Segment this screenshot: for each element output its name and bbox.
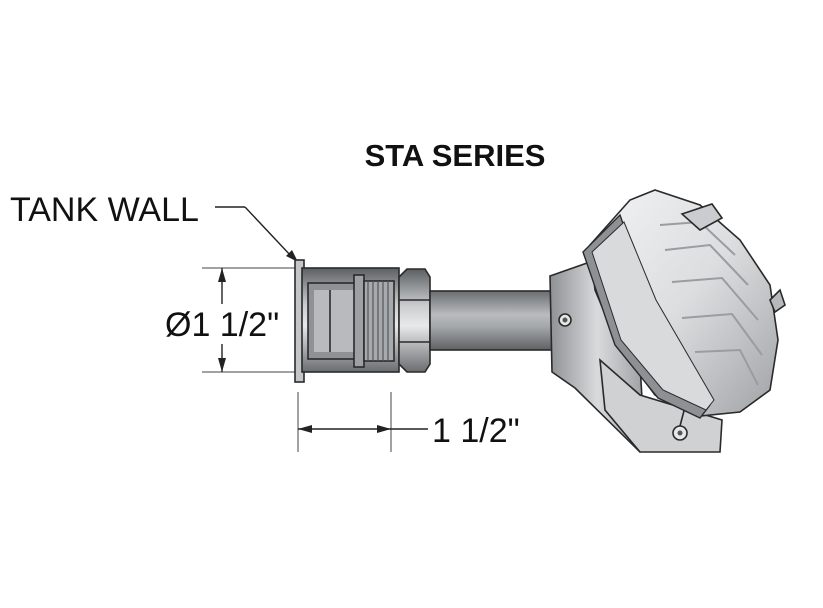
length-label: 1 1/2" — [432, 412, 520, 450]
diameter-label: Ø1 1/2" — [165, 306, 279, 344]
length-dimension — [297, 392, 428, 452]
hex-nut — [398, 268, 431, 373]
bushing-body — [301, 267, 400, 373]
tank-wall-label: TANK WALL — [10, 191, 199, 229]
connection-head — [549, 189, 786, 453]
tank-wall-leader — [215, 206, 298, 262]
diagram-title: STA SERIES — [365, 138, 546, 173]
diameter-dimension — [202, 267, 298, 373]
probe-tube — [429, 290, 556, 351]
